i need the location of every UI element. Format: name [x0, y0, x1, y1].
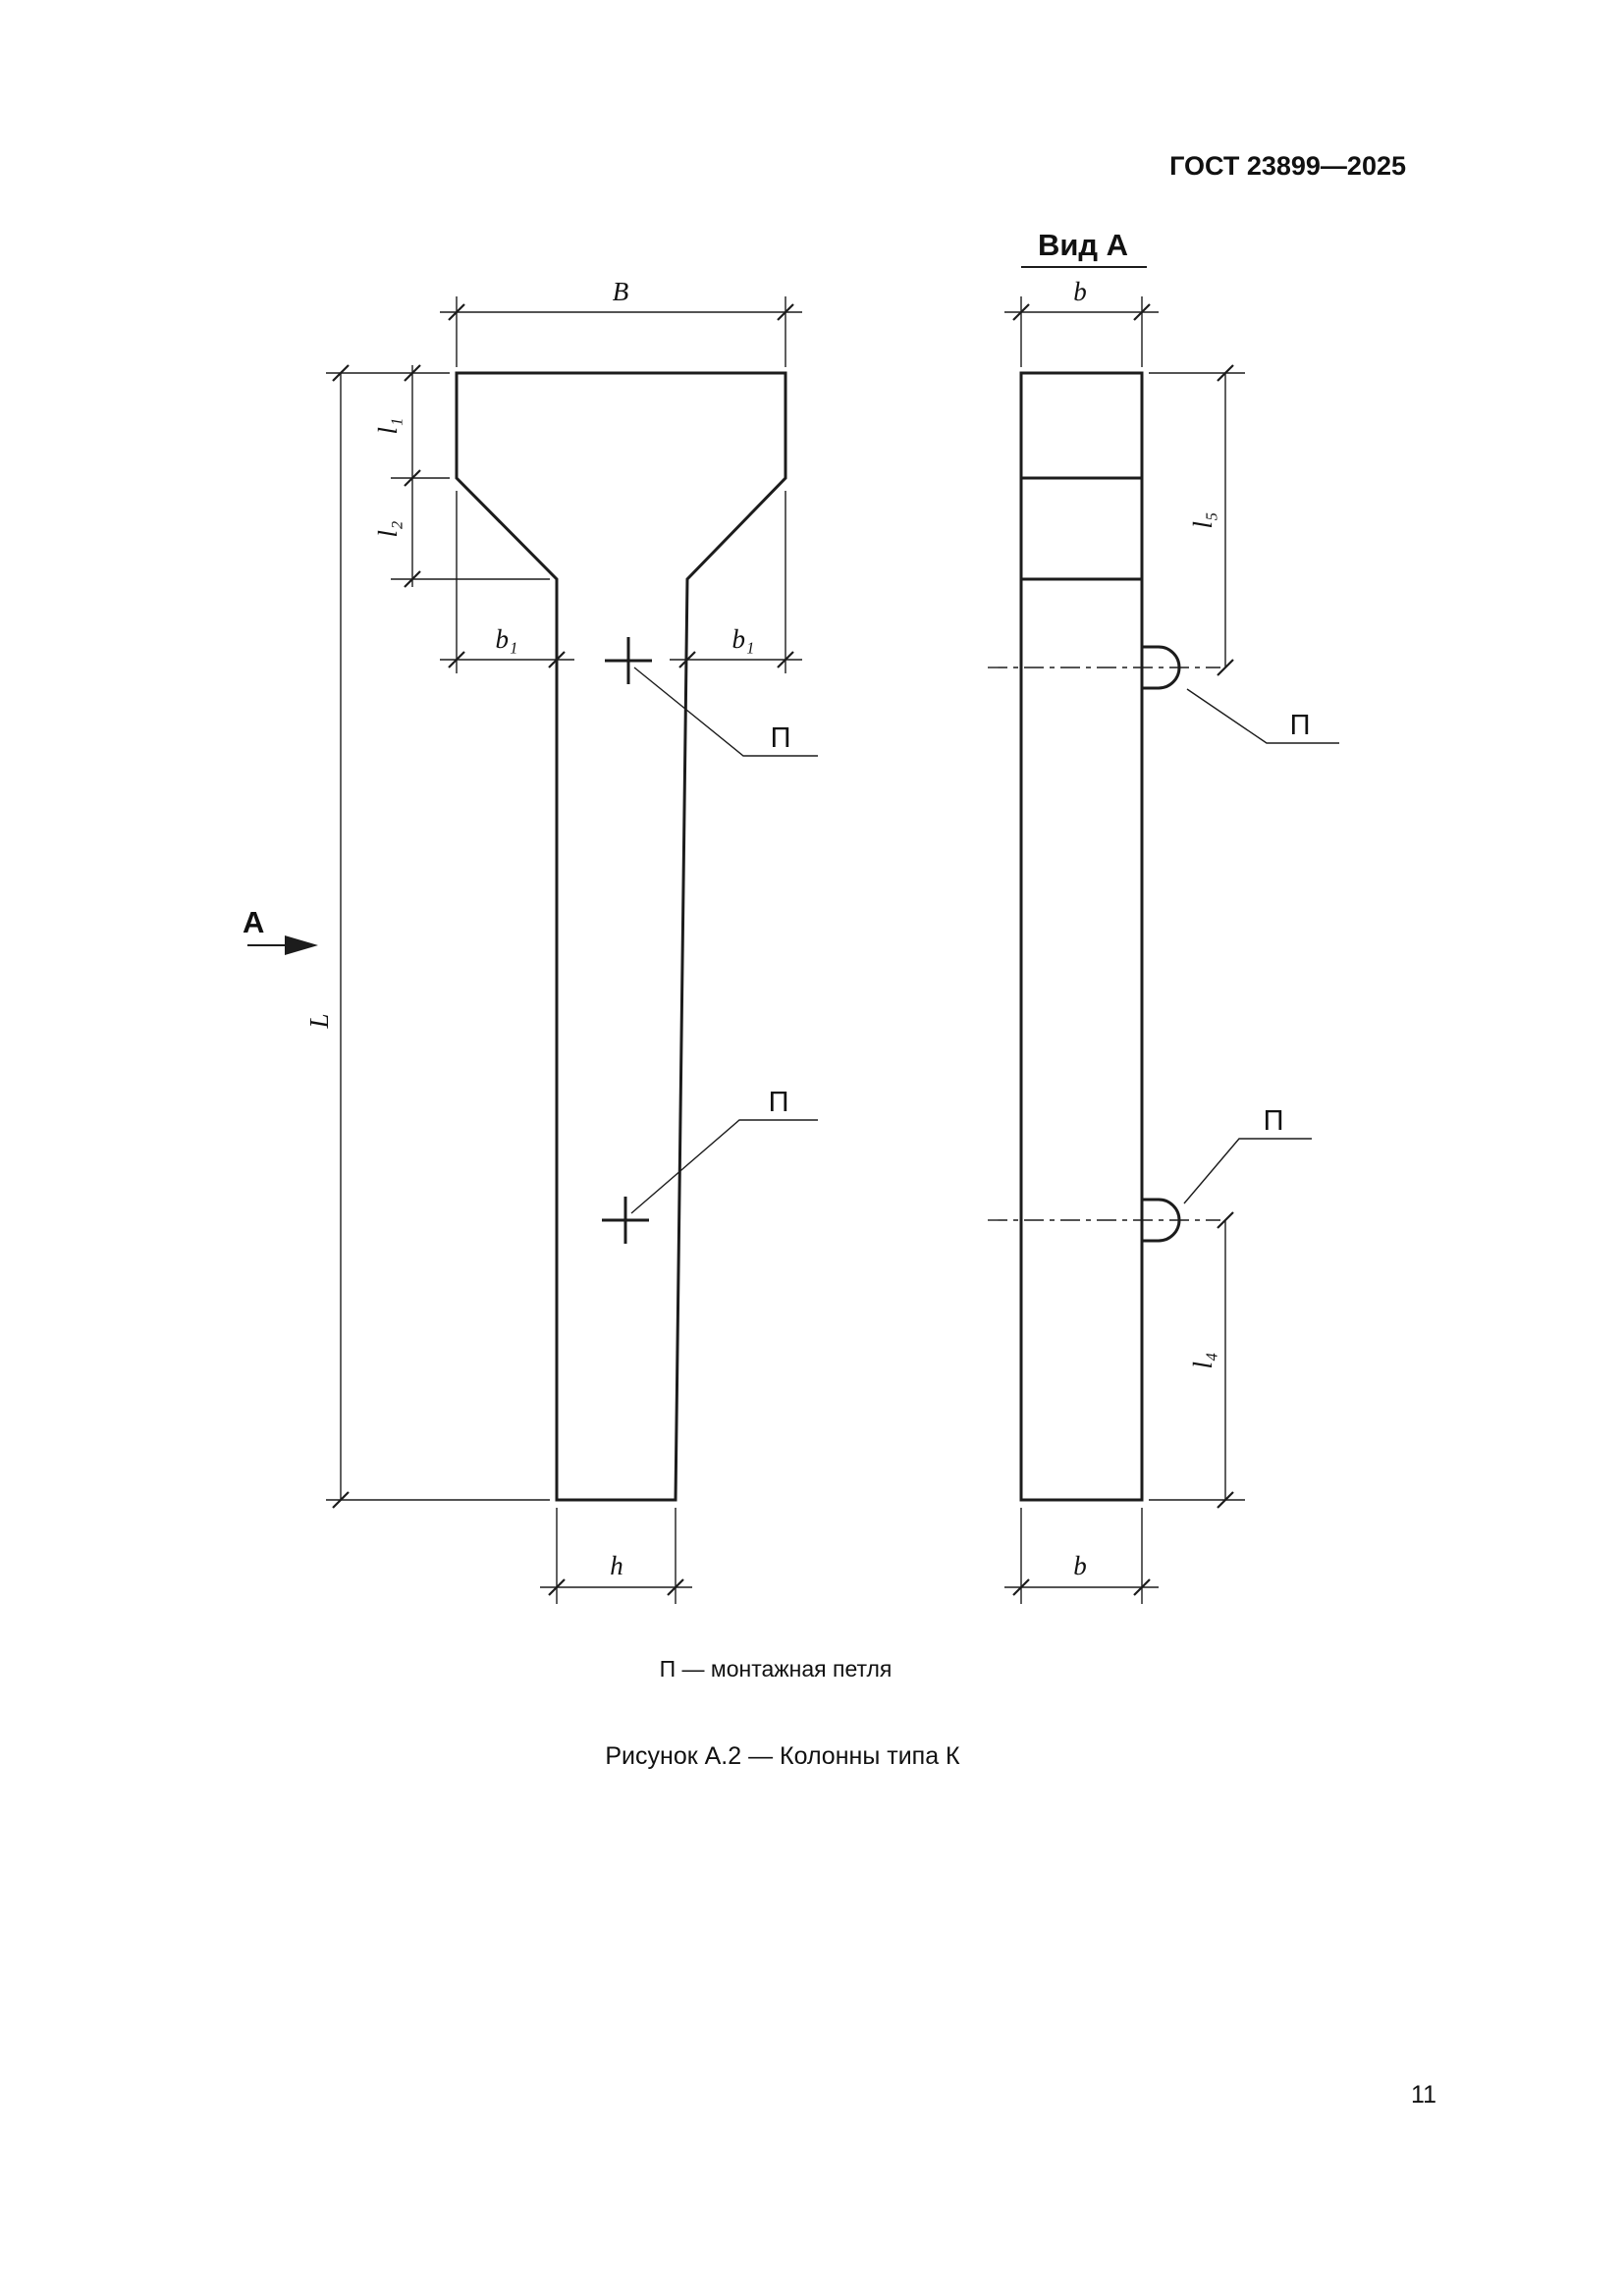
page-number: 11 — [1411, 2081, 1436, 2109]
dim-b-bottom-label: b — [1073, 1551, 1087, 1580]
loop-label-front-bottom: П — [769, 1087, 789, 1118]
column-side-outline — [1019, 371, 1144, 1502]
dim-l5-label: l₅ — [1188, 512, 1218, 529]
column-front-outline — [455, 371, 787, 1502]
dim-b1-left-label: b₁ — [496, 624, 518, 654]
dim-l1-label: l₁ — [373, 418, 403, 435]
view-a-title: Вид А — [1021, 228, 1147, 268]
dim-l2-label: l₂ — [373, 521, 403, 538]
dim-B-label: B — [613, 277, 629, 306]
loop-label-front-top: П — [771, 722, 791, 754]
lifting-loop-markers-front: П П — [602, 637, 818, 1244]
loop-label-side-top: П — [1290, 710, 1311, 741]
view-arrow-letter: А — [243, 905, 264, 939]
dim-b1-right-label: b₁ — [732, 624, 755, 654]
front-view-dimensions: B l₁ l₂ L b₁ b₁ h — [304, 277, 802, 1604]
side-view-outline — [988, 371, 1220, 1502]
view-direction-arrow: А — [243, 905, 318, 955]
loop-label-side-bottom: П — [1264, 1105, 1284, 1137]
view-arrow-head — [285, 935, 318, 955]
front-view-outline — [455, 371, 787, 1502]
dim-h-label: h — [610, 1551, 623, 1580]
legend-text: П — монтажная петля — [660, 1656, 893, 1682]
dim-L-label: L — [304, 1013, 334, 1029]
figure-caption: Рисунок А.2 — Колонны типа К — [605, 1742, 960, 1770]
lifting-loop-callouts-side: П П — [1183, 688, 1339, 1204]
doc-header: ГОСТ 23899—2025 — [1169, 151, 1406, 181]
dim-l4-label: l₄ — [1188, 1353, 1218, 1369]
view-a-label: Вид А — [1038, 228, 1128, 262]
side-view-dimensions: b b l₅ l₄ — [1004, 277, 1245, 1604]
dim-b-top-label: b — [1073, 277, 1087, 306]
